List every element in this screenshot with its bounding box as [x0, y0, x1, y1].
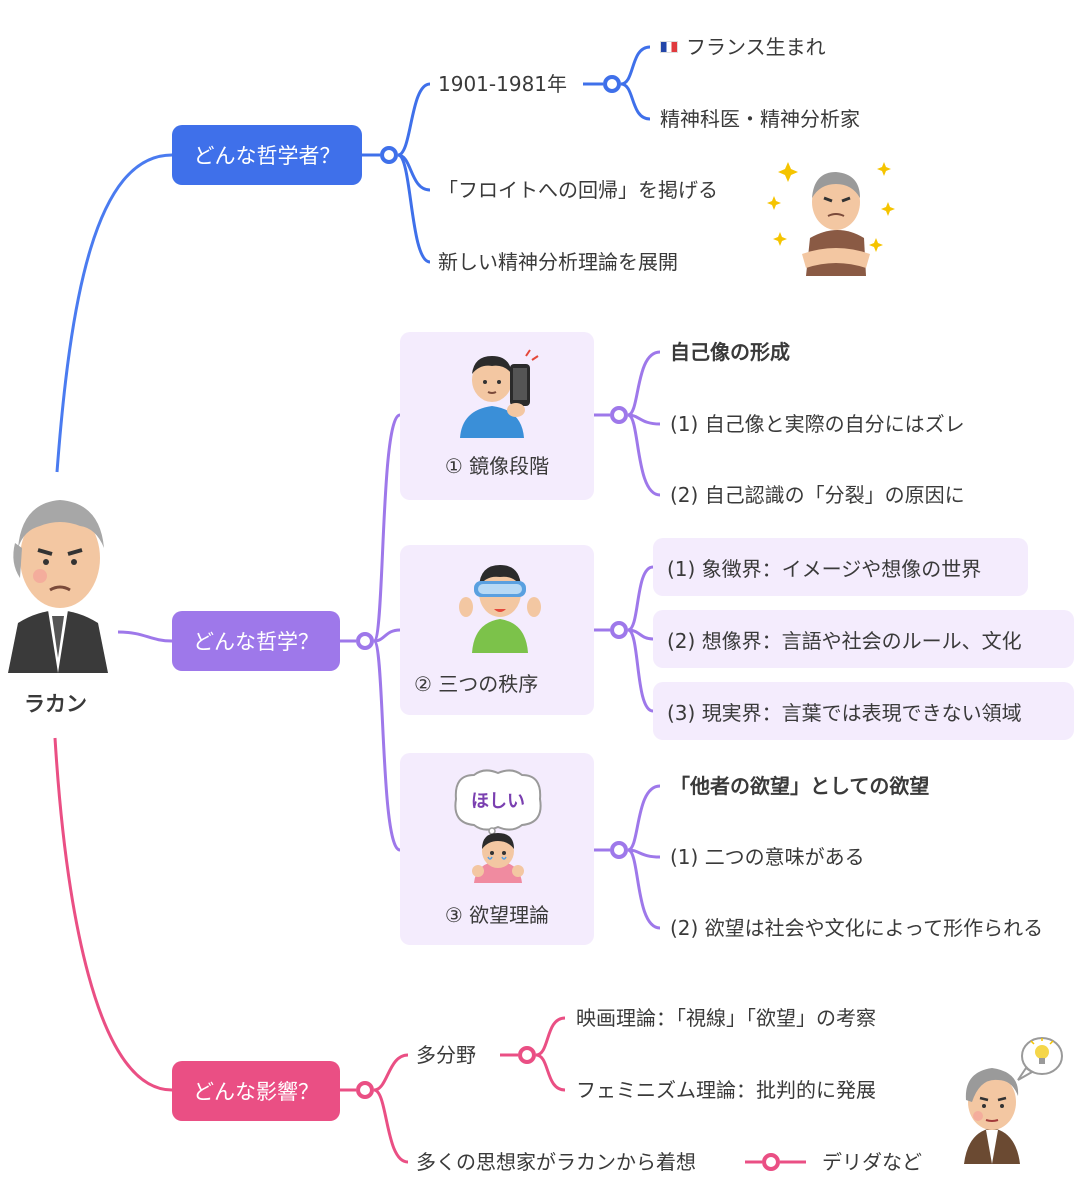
node-thinkers[interactable]	[762, 1153, 780, 1171]
branch-node-who[interactable]	[380, 146, 398, 164]
leaf-theory: 新しい精神分析理論を展開	[438, 250, 678, 274]
orders-point-2[interactable]: (2) 想像界：言語や社会のルール、文化	[653, 610, 1074, 668]
card-three-orders[interactable]: ② 三つの秩序	[400, 545, 594, 715]
leaf-derrida: デリダなど	[822, 1150, 922, 1174]
lightbulb-idea-icon	[1030, 1038, 1054, 1064]
branch-node-philosophy[interactable]	[356, 632, 374, 650]
mirror-point-2: (2) 自己認識の「分裂」の原因に	[670, 483, 965, 507]
orders-point-3-label: (3) 現実界：言葉では表現できない領域	[667, 700, 1022, 725]
node-fields-label: 多分野	[416, 1043, 476, 1067]
node-years-label: 1901-1981年	[438, 72, 568, 96]
leaf-born: フランス生まれ	[660, 33, 826, 61]
branch-philosophy-label: どんな哲学？	[193, 630, 319, 654]
wanting-girl-illustration: ほしい	[454, 769, 542, 883]
branch-influence[interactable]: どんな影響？	[172, 1061, 340, 1121]
branch-who-label: どんな哲学者？	[193, 144, 341, 168]
card-three-orders-label: ② 三つの秩序	[414, 672, 539, 696]
card-mirror-stage[interactable]: ① 鏡像段階	[400, 332, 594, 500]
root-label: ラカン	[24, 692, 87, 716]
node-fields[interactable]	[518, 1046, 536, 1064]
desire-point-1: (1) 二つの意味がある	[670, 845, 865, 869]
desire-heading: 「他者の欲望」としての欲望	[670, 774, 930, 798]
vr-goggles-boy-illustration	[459, 565, 541, 653]
desire-point-2: (2) 欲望は社会や文化によって形作られる	[670, 916, 1044, 940]
muscular-old-man-illustration	[767, 162, 895, 276]
card-desire-theory-label: ③ 欲望理論	[444, 903, 550, 927]
orders-point-2-label: (2) 想像界：言語や社会のルール、文化	[667, 628, 1022, 653]
node-orders[interactable]	[610, 621, 628, 639]
branch-influence-label: どんな影響？	[193, 1080, 319, 1104]
mirror-point-1: (1) 自己像と実際の自分にはズレ	[670, 412, 965, 436]
orders-point-3[interactable]: (3) 現実界：言葉では表現できない領域	[653, 682, 1074, 740]
node-mirror[interactable]	[610, 406, 628, 424]
leaf-feminism-theory: フェミニズム理論：批判的に発展	[576, 1078, 876, 1102]
node-desire[interactable]	[610, 841, 628, 859]
wanting-bubble-text: ほしい	[471, 791, 525, 812]
card-mirror-stage-label: ① 鏡像段階	[444, 454, 550, 478]
branch-philosophy[interactable]: どんな哲学？	[172, 611, 340, 671]
leaf-return: 「フロイトへの回帰」を掲げる	[438, 178, 718, 202]
leaf-film-theory: 映画理論：「視線」「欲望」の考察	[576, 1006, 876, 1030]
mirror-heading: 自己像の形成	[670, 340, 790, 364]
selfie-boy-illustration	[460, 349, 539, 438]
node-thinkers-label: 多くの思想家がラカンから着想	[416, 1150, 696, 1174]
card-desire-theory[interactable]: ほしい ③ 欲望理論	[400, 753, 594, 945]
derrida-portrait-illustration	[964, 1037, 1063, 1164]
orders-point-1[interactable]: (1) 象徴界：イメージや想像の世界	[653, 538, 1028, 596]
branch-who[interactable]: どんな哲学者？	[172, 125, 362, 185]
branch-node-influence[interactable]	[356, 1081, 374, 1099]
orders-point-1-label: (1) 象徴界：イメージや想像の世界	[667, 556, 982, 581]
leaf-job: 精神科医・精神分析家	[660, 107, 860, 131]
france-flag-icon	[660, 40, 678, 53]
lacan-portrait-illustration	[8, 500, 108, 673]
node-years[interactable]	[603, 75, 621, 93]
leaf-born-label: フランス生まれ	[686, 35, 826, 59]
